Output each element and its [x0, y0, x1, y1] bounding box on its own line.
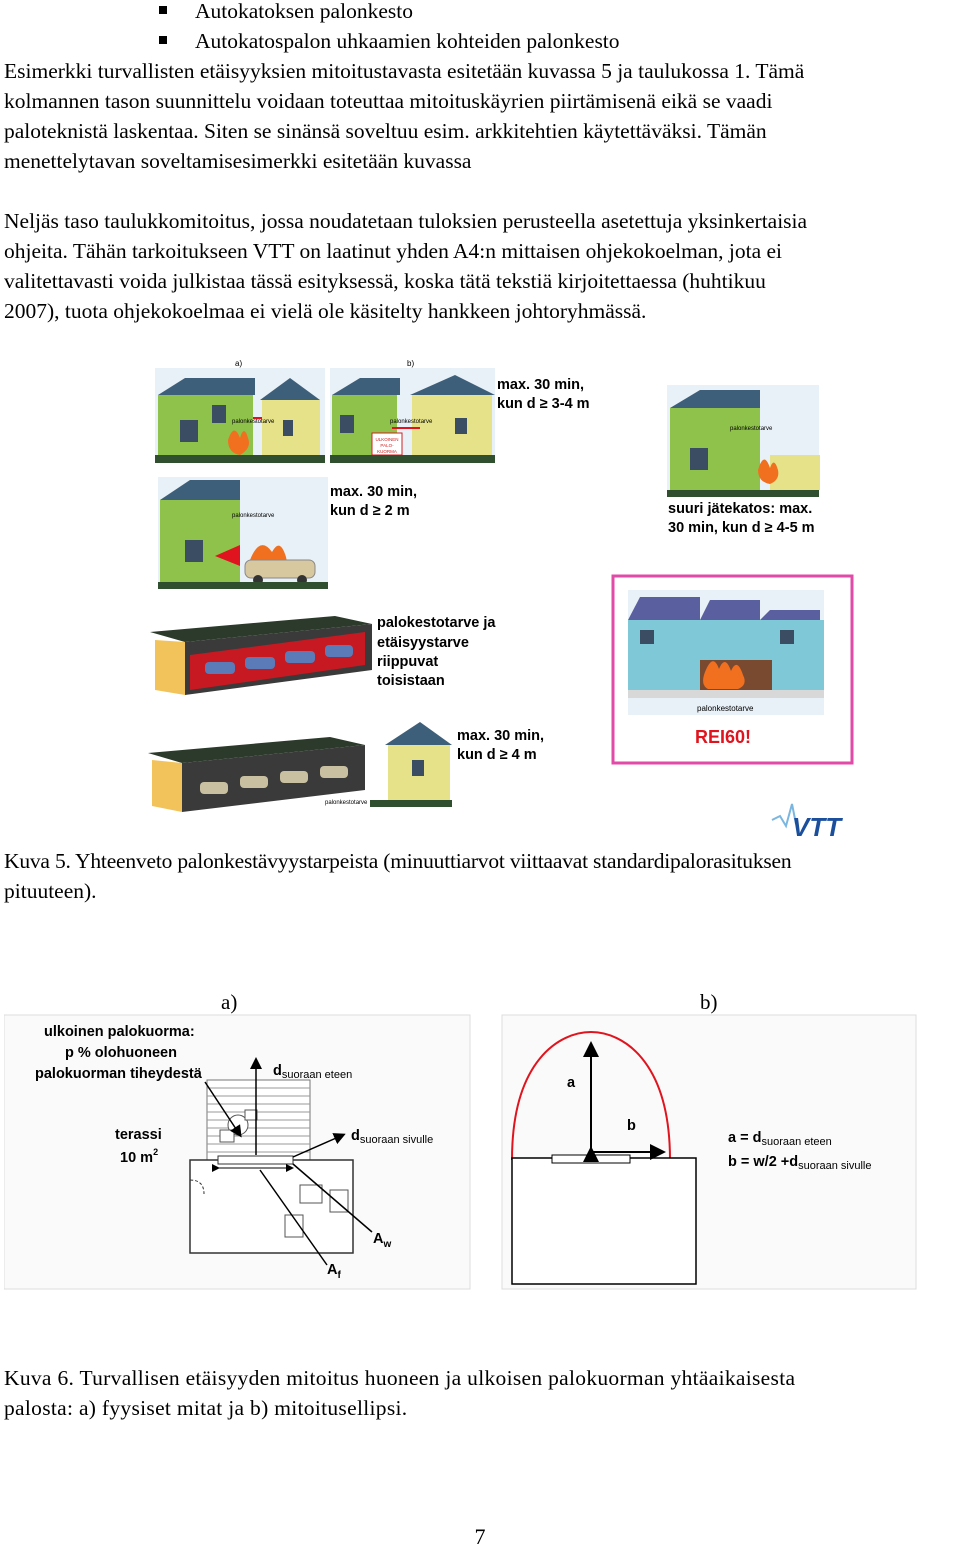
panel-a-label: a) — [235, 359, 242, 368]
figure-5-caption: Kuva 5. Yhteenveto palonkestävyystarpeis… — [4, 849, 792, 873]
panel-b-label: b) — [407, 359, 414, 368]
bullet-text: Autokatospalon uhkaamien kohteiden palon… — [195, 29, 620, 53]
scene-car-fire: palonkestotarve — [158, 477, 328, 589]
rei60-label: REI60! — [695, 727, 751, 747]
design-ellipse — [511, 1030, 671, 1161]
d-sivulle-label: dsuoraan sivulle — [351, 1128, 433, 1146]
palonkestotarve-label: palonkestotarve — [232, 419, 275, 425]
note-riippuvat-line3: riippuvat — [377, 654, 438, 670]
scene-carport-2: palonkestotarve — [148, 722, 452, 812]
bullet-item: Autokatoksen palonkesto — [159, 0, 413, 26]
palonkestotarve-label: palonkestotarve — [390, 419, 433, 425]
formula-a: a = dsuoraan eteen — [728, 1130, 832, 1148]
b-label: b — [627, 1118, 636, 1134]
ulkoinen-sign-1: ULKOINEN — [375, 437, 398, 442]
scene-row-houses: palonkestotarve — [628, 590, 824, 715]
bullet-square-icon — [159, 36, 167, 44]
paragraph-line: valitettavasti voida julkistaa tässä esi… — [4, 269, 766, 293]
a-label: a — [567, 1075, 576, 1091]
paragraph-line: ohjeita. Tähän tarkoitukseen VTT on laat… — [4, 239, 783, 263]
note-max30-2m-line1: max. 30 min, — [330, 484, 417, 500]
note-max30-4m-line1: max. 30 min, — [457, 728, 544, 744]
note-riippuvat-line2: etäisyystarve — [377, 635, 469, 651]
scene-waste-shelter: palonkestotarve — [667, 385, 820, 497]
bullet-item: Autokatospalon uhkaamien kohteiden palon… — [159, 26, 620, 56]
note-max30-3-4m-line1: max. 30 min, — [497, 377, 584, 393]
aw-label: Aw — [373, 1231, 391, 1250]
terrace-area — [206, 1079, 311, 1161]
scene-carport-1 — [150, 616, 372, 695]
figure-6-illustration: a) b) ulkoinen palokuorma: p % olohuonee… — [4, 990, 917, 1290]
figure-6-caption-line2: palosta: a) fyysiset mitat ja b) mitoitu… — [4, 1396, 408, 1420]
scene-house-fire-a: a) palonkestotarve — [155, 359, 325, 463]
note-max30-4m-line2: kun d ≥ 4 m — [457, 747, 537, 763]
ext-load-line2: p % olohuoneen — [65, 1045, 177, 1061]
ulkoinen-sign-2: PALO- — [380, 443, 394, 448]
paragraph-line: 2007), tuota ohjekokoelmaa ei vielä ole … — [4, 299, 647, 323]
figure-6-caption: Kuva 6. Turvallisen etäisyyden mitoitus … — [4, 1366, 796, 1390]
af-label: Af — [327, 1262, 341, 1281]
note-max30-2m-line2: kun d ≥ 2 m — [330, 503, 410, 519]
room-outline — [189, 1159, 354, 1254]
palonkestotarve-label: palonkestotarve — [697, 704, 754, 713]
figure-5-illustration: a) palonkestotarve ULKOINEN PALO- KUORMA… — [148, 359, 854, 840]
figure-6b-label: b) — [700, 990, 718, 1014]
paragraph-line: Neljäs taso taulukkomitoitus, jossa noud… — [4, 209, 808, 233]
note-max30-3-4m-line2: kun d ≥ 3-4 m — [497, 396, 590, 412]
vtt-logo-text: VTT — [792, 812, 843, 840]
figure-5-caption-line2: pituuteen). — [4, 879, 97, 903]
figure-6a-label: a) — [221, 990, 237, 1014]
note-jatekatos-line2: 30 min, kun d ≥ 4-5 m — [668, 520, 815, 536]
palonkestotarve-label: palonkestotarve — [232, 513, 275, 519]
paragraph-line: menettelytavan soveltamisesimerkki esite… — [4, 149, 472, 173]
paragraph-line: kolmannen tason suunnittelu voidaan tote… — [4, 89, 773, 113]
formula-b: b = w/2 +dsuoraan sivulle — [728, 1154, 871, 1172]
d-eteen-label: dsuoraan eteen — [273, 1063, 352, 1081]
vtt-logo: VTT — [771, 803, 843, 840]
page-number: 7 — [474, 1524, 486, 1549]
note-riippuvat-line1: palokestotarve ja — [377, 615, 496, 631]
ulkoinen-sign-3: KUORMA — [377, 449, 397, 454]
window — [217, 1155, 294, 1165]
ext-load-line3: palokuorman tiheydestä — [35, 1066, 203, 1082]
area-label: 10 m2 — [120, 1147, 158, 1166]
paragraph-line: Esimerkki turvallisten etäisyyksien mito… — [4, 59, 805, 83]
scene-house-fire-b: ULKOINEN PALO- KUORMA b) palonkestotarve — [330, 359, 495, 463]
bullet-square-icon — [159, 6, 167, 14]
palonkestotarve-label: palonkestotarve — [730, 426, 773, 432]
terassi-label: terassi — [115, 1127, 162, 1143]
bullet-text: Autokatoksen palonkesto — [195, 0, 413, 23]
paragraph-line: paloteknistä laskentaa. Siten se sinänsä… — [4, 119, 767, 143]
note-riippuvat-line4: toisistaan — [377, 673, 445, 689]
palonkestotarve-label: palonkestotarve — [325, 800, 368, 806]
room-outline-b — [511, 1157, 697, 1285]
note-jatekatos-line1: suuri jätekatos: max. — [668, 501, 812, 517]
ext-load-line1: ulkoinen palokuorma: — [44, 1024, 195, 1040]
